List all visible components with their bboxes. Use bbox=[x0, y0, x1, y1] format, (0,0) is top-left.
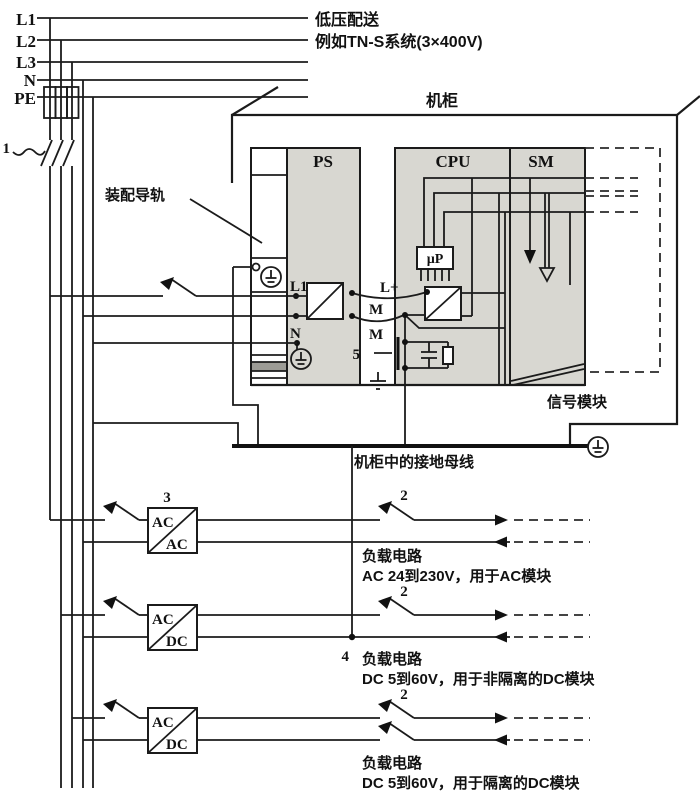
ps-switch-icon bbox=[159, 276, 197, 297]
circuit3-right-switch-bottom-icon bbox=[377, 720, 415, 741]
circuit3-conv-bottom: DC bbox=[166, 737, 188, 753]
module-assembly: PS CPU SM µP bbox=[250, 147, 661, 446]
mounting-rail bbox=[250, 147, 288, 386]
sm-module bbox=[509, 147, 586, 386]
circuit3-left-switch-icon bbox=[102, 698, 140, 719]
ground-bus-label: 机柜中的接地母线 bbox=[354, 453, 474, 471]
supply-verticals bbox=[49, 18, 94, 788]
circuit3-right-switch-top-icon bbox=[377, 698, 415, 719]
ground-bus: 机柜中的接地母线 bbox=[232, 436, 609, 637]
circuit2-title: 负载电路 bbox=[362, 650, 423, 668]
circuit1-conv-top: AC bbox=[152, 515, 174, 531]
ps-terminal-n: N bbox=[290, 326, 301, 342]
mounting-rail-callout: 装配导轨 bbox=[104, 186, 263, 244]
sm-label: SM bbox=[528, 152, 554, 171]
main-breaker: 1 bbox=[3, 139, 75, 167]
ref5-label: 5 bbox=[353, 347, 361, 363]
ps-feeders bbox=[50, 262, 307, 444]
supply-label-n: N bbox=[24, 71, 37, 90]
load-circuit-2: AC DC 2 4 负载电路 DC 5到60V，用于非隔离的DC模块 bbox=[61, 584, 596, 688]
supply-title: 低压配送 例如TN-S系统(3×400V) bbox=[314, 10, 483, 51]
circuit3-sw2-label: 2 bbox=[400, 687, 408, 703]
rail-l-plus-label: L+ bbox=[380, 280, 399, 296]
circuit2-desc: DC 5到60V，用于非隔离的DC模块 bbox=[362, 670, 596, 688]
circuit1-right-switch-icon bbox=[377, 500, 415, 521]
ps-terminal-l1: L1 bbox=[290, 279, 308, 295]
circuit2-left-switch-icon bbox=[102, 595, 140, 616]
sm-internals bbox=[510, 178, 585, 386]
cpu-module bbox=[394, 147, 511, 386]
cpu-internals: µP bbox=[416, 177, 585, 385]
mcu-label: µP bbox=[427, 252, 444, 267]
mounting-rail-label: 装配导轨 bbox=[104, 186, 165, 204]
cpu-label: CPU bbox=[436, 152, 471, 171]
supply-label-l1: L1 bbox=[16, 10, 36, 29]
ps-internals: L1 N bbox=[290, 279, 344, 370]
load-circuit-3: AC DC 2 负载电路 DC 5到60V，用于隔离的DC模块 bbox=[72, 687, 590, 792]
junction-dots bbox=[293, 289, 430, 371]
circuit1-desc: AC 24到230V，用于AC模块 bbox=[362, 567, 552, 585]
supply-title-line1: 低压配送 bbox=[314, 10, 380, 29]
signal-extension-dashed: 信号模块 bbox=[547, 147, 661, 411]
cabinet-outline: 机柜 bbox=[230, 86, 700, 444]
bus-gap-area: L+ M M 5 bbox=[351, 280, 505, 446]
ref4-label: 4 bbox=[342, 649, 350, 665]
supply-label-pe: PE bbox=[14, 89, 36, 108]
supply-bus: L1 L2 L3 N PE bbox=[14, 10, 308, 108]
ps-label: PS bbox=[313, 152, 333, 171]
circuit3-desc: DC 5到60V，用于隔离的DC模块 bbox=[362, 774, 581, 792]
bus-ground-icon bbox=[587, 436, 609, 458]
supply-label-l3: L3 bbox=[16, 53, 36, 72]
circuit1-left-switch-icon bbox=[102, 500, 140, 521]
signal-module-label: 信号模块 bbox=[547, 393, 608, 411]
cabinet-label: 机柜 bbox=[426, 91, 458, 110]
ref3-label: 3 bbox=[163, 490, 171, 506]
circuit1-title: 负载电路 bbox=[362, 547, 423, 565]
circuit3-conv-top: AC bbox=[152, 715, 174, 731]
load-circuit-1: AC AC 3 2 负载电路 AC 24到230V，用于AC模块 bbox=[50, 488, 590, 585]
supply-label-l2: L2 bbox=[16, 32, 36, 51]
circuit2-conv-bottom: DC bbox=[166, 634, 188, 650]
circuit2-conv-top: AC bbox=[152, 612, 174, 628]
gap-earth-icon bbox=[369, 371, 387, 390]
breaker-ref: 1 bbox=[3, 141, 11, 157]
rail-m-upper-label: M bbox=[369, 302, 383, 318]
circuit1-sw2-label: 2 bbox=[400, 488, 408, 504]
circuit1-conv-bottom: AC bbox=[166, 537, 188, 553]
rail-m-lower-label: M bbox=[369, 327, 383, 343]
circuit2-sw2-label: 2 bbox=[400, 584, 408, 600]
circuit2-right-switch-icon bbox=[377, 595, 415, 616]
circuit3-title: 负载电路 bbox=[362, 754, 423, 772]
supply-title-line2: 例如TN-S系统(3×400V) bbox=[315, 32, 483, 51]
